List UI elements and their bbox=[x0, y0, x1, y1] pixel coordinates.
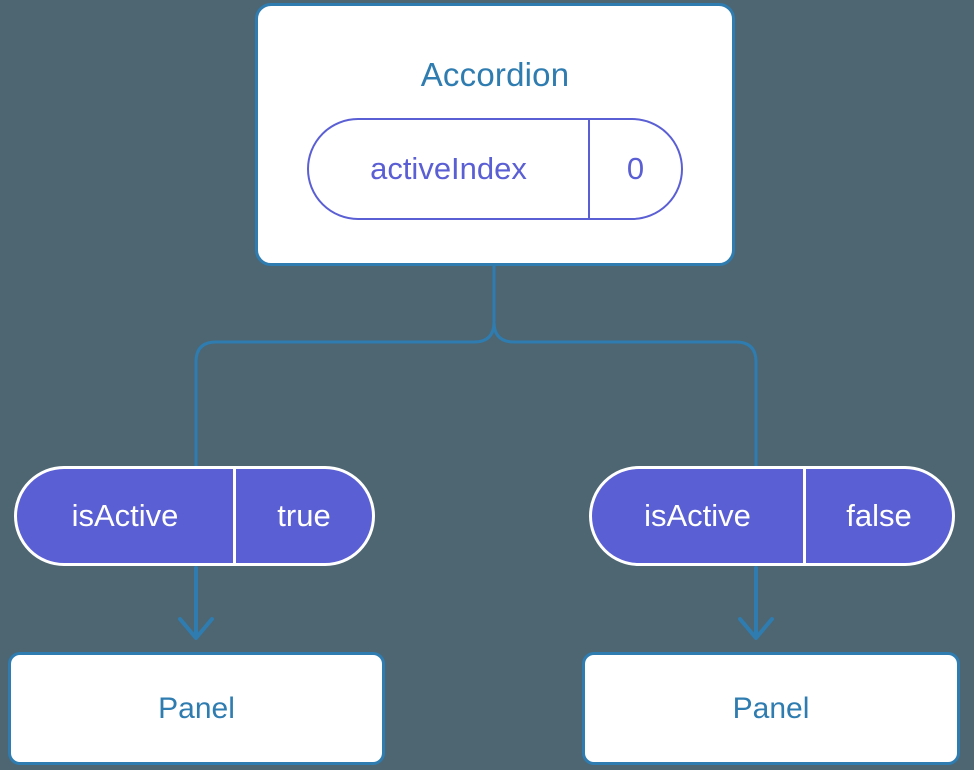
state-pill-active-index[interactable]: activeIndex 0 bbox=[307, 118, 683, 220]
state-pill-active-index-key: activeIndex bbox=[309, 120, 590, 218]
node-accordion-label: Accordion bbox=[420, 56, 570, 93]
node-panel-right-label: Panel bbox=[732, 691, 810, 725]
node-panel-left[interactable]: Panel bbox=[8, 652, 385, 765]
prop-pill-is-active-false-key: isActive bbox=[592, 469, 806, 563]
connector-root-to-left-branch bbox=[194, 264, 496, 468]
node-panel-right[interactable]: Panel bbox=[582, 652, 960, 765]
prop-pill-is-active-true-value: true bbox=[277, 498, 331, 533]
prop-pill-is-active-false[interactable]: isActive false bbox=[589, 466, 955, 566]
state-pill-active-index-value: 0 bbox=[626, 151, 645, 186]
prop-pill-is-active-true[interactable]: isActive true bbox=[14, 466, 375, 566]
arrow-right-pill-to-panel bbox=[738, 566, 774, 640]
prop-pill-is-active-true-key: isActive bbox=[17, 469, 236, 563]
node-panel-left-label: Panel bbox=[158, 691, 235, 725]
connector-root-to-right-branch bbox=[492, 264, 758, 468]
prop-pill-is-active-false-value: false bbox=[846, 498, 912, 533]
arrow-left-pill-to-panel bbox=[178, 566, 214, 640]
